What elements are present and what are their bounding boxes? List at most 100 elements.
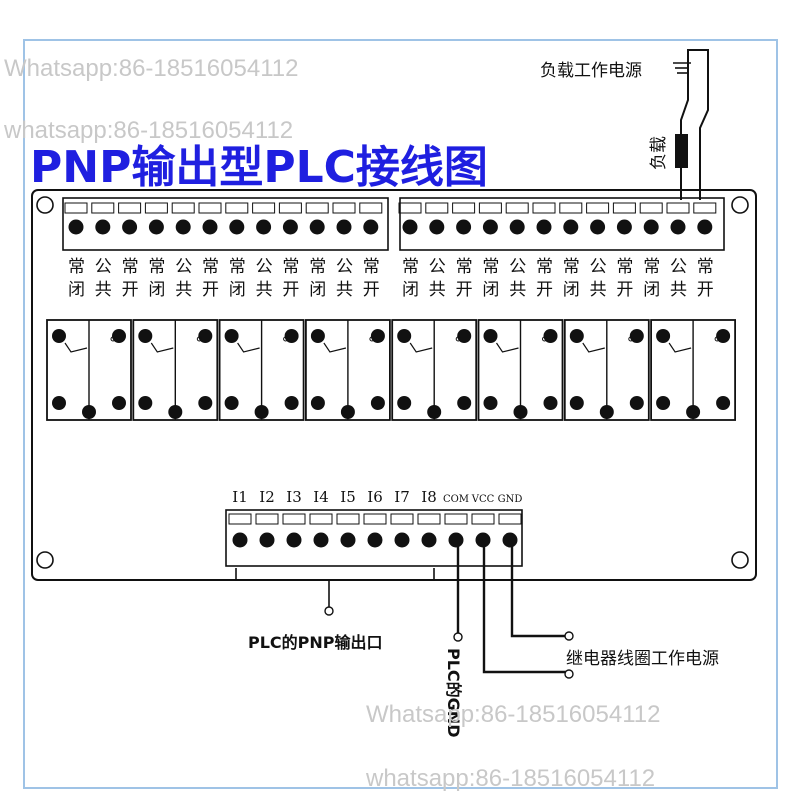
input-terminal-label: I6	[367, 488, 382, 506]
terminal-slot	[425, 202, 449, 214]
relay-contact	[369, 336, 375, 342]
input-terminal-slot	[336, 513, 360, 525]
terminal-label-bottom: 共	[509, 280, 526, 300]
terminal-screw	[282, 219, 298, 235]
input-terminal-slot	[363, 513, 387, 525]
input-terminal-label: COM	[443, 494, 469, 505]
relay-board	[31, 189, 757, 581]
terminal-slot	[198, 202, 222, 214]
terminal-screw	[456, 219, 472, 235]
relay-pin	[370, 396, 385, 410]
input-terminal-label: I1	[232, 488, 247, 506]
input-terminal-slot	[282, 513, 306, 525]
load-resistor	[675, 134, 688, 168]
terminal-label-top: 公	[175, 257, 192, 277]
mount-hole-bl	[36, 551, 54, 569]
terminal-label-top: 公	[590, 257, 607, 277]
relay-pin	[543, 396, 558, 410]
relay-pin	[483, 329, 498, 343]
terminal-label-bottom: 开	[616, 280, 633, 300]
relay-pin	[427, 405, 442, 419]
relay-pin	[284, 329, 299, 343]
relay-pin	[629, 396, 644, 410]
terminal-label-top: 公	[336, 257, 353, 277]
terminal-label-top: 公	[670, 257, 687, 277]
terminal-slot	[612, 202, 636, 214]
input-terminal-screw	[448, 532, 464, 548]
input-terminal-label: GND	[498, 494, 523, 505]
terminal-screw	[590, 219, 606, 235]
terminal-label-bottom: 开	[282, 280, 299, 300]
relay-contact	[196, 336, 202, 342]
terminal-label-bottom: 闭	[402, 280, 419, 300]
terminal-screw	[95, 219, 111, 235]
load-power-wire	[680, 49, 709, 200]
input-terminal-label: VCC	[471, 494, 495, 505]
terminal-label-bottom: 共	[95, 280, 112, 300]
mount-hole-tr	[731, 196, 749, 214]
mount-hole-br	[731, 551, 749, 569]
terminal-label-bottom: 开	[456, 280, 473, 300]
terminal-label-top: 常	[363, 257, 380, 277]
relay-pin	[254, 405, 269, 419]
terminal-label-bottom: 共	[175, 280, 192, 300]
input-terminal-label: I8	[421, 488, 436, 506]
terminal-screw	[643, 219, 659, 235]
terminal-label-top: 常	[282, 257, 299, 277]
input-terminal-label: I2	[259, 488, 274, 506]
output-terminal-block-left	[62, 197, 389, 251]
terminal-label-top: 常	[536, 257, 553, 277]
gnd-wire	[507, 539, 566, 638]
terminal-label-top: 常	[122, 257, 139, 277]
terminal-screw	[402, 219, 418, 235]
terminal-label-bottom: 共	[590, 280, 607, 300]
input-terminal-label: I7	[394, 488, 409, 506]
input-terminal-screw	[367, 532, 383, 548]
terminal-label-top: 公	[256, 257, 273, 277]
terminal-screw	[122, 219, 138, 235]
plc-gnd-wire	[451, 539, 460, 634]
terminal-slot	[332, 202, 356, 214]
relay-pin	[52, 396, 66, 410]
terminal-slot	[666, 202, 690, 214]
input-terminal-slot	[255, 513, 279, 525]
terminal-label-top: 常	[309, 257, 326, 277]
terminal-slot	[693, 202, 717, 214]
outer-frame	[23, 39, 778, 789]
relay-contact	[714, 336, 720, 342]
vcc-node	[564, 669, 574, 679]
terminal-label-top: 常	[616, 257, 633, 277]
relay-pin	[310, 329, 325, 343]
terminal-label-top: 公	[95, 257, 112, 277]
terminal-slot	[478, 202, 502, 214]
relay-pin	[483, 396, 498, 410]
terminal-label-bottom: 开	[122, 280, 139, 300]
relay-contact	[455, 336, 461, 342]
relay-pin	[82, 405, 96, 419]
input-terminal-screw	[232, 532, 248, 548]
terminal-screw	[148, 219, 164, 235]
relay-pin	[569, 396, 584, 410]
terminal-label-bottom: 共	[429, 280, 446, 300]
terminal-slot	[225, 202, 249, 214]
relay-pin	[397, 329, 412, 343]
terminal-label-bottom: 闭	[309, 280, 326, 300]
terminal-screw	[229, 219, 245, 235]
terminal-label-top: 常	[456, 257, 473, 277]
watermark-3: Whatsapp:86-18516054112	[366, 701, 660, 728]
relay-contact-arm	[64, 342, 88, 353]
relay-pin	[457, 396, 472, 410]
input-terminal-label: I5	[340, 488, 355, 506]
terminal-slot	[639, 202, 663, 214]
input-terminal-screw	[340, 532, 356, 548]
mount-hole-tl	[36, 196, 54, 214]
terminal-label-bottom: 闭	[482, 280, 499, 300]
input-terminal-screw	[394, 532, 410, 548]
terminal-label-bottom: 闭	[148, 280, 165, 300]
relay-contact	[628, 336, 634, 342]
terminal-label-top: 常	[68, 257, 85, 277]
terminal-label-top: 常	[482, 257, 499, 277]
relay-pin	[513, 405, 528, 419]
relay-pin	[224, 329, 239, 343]
